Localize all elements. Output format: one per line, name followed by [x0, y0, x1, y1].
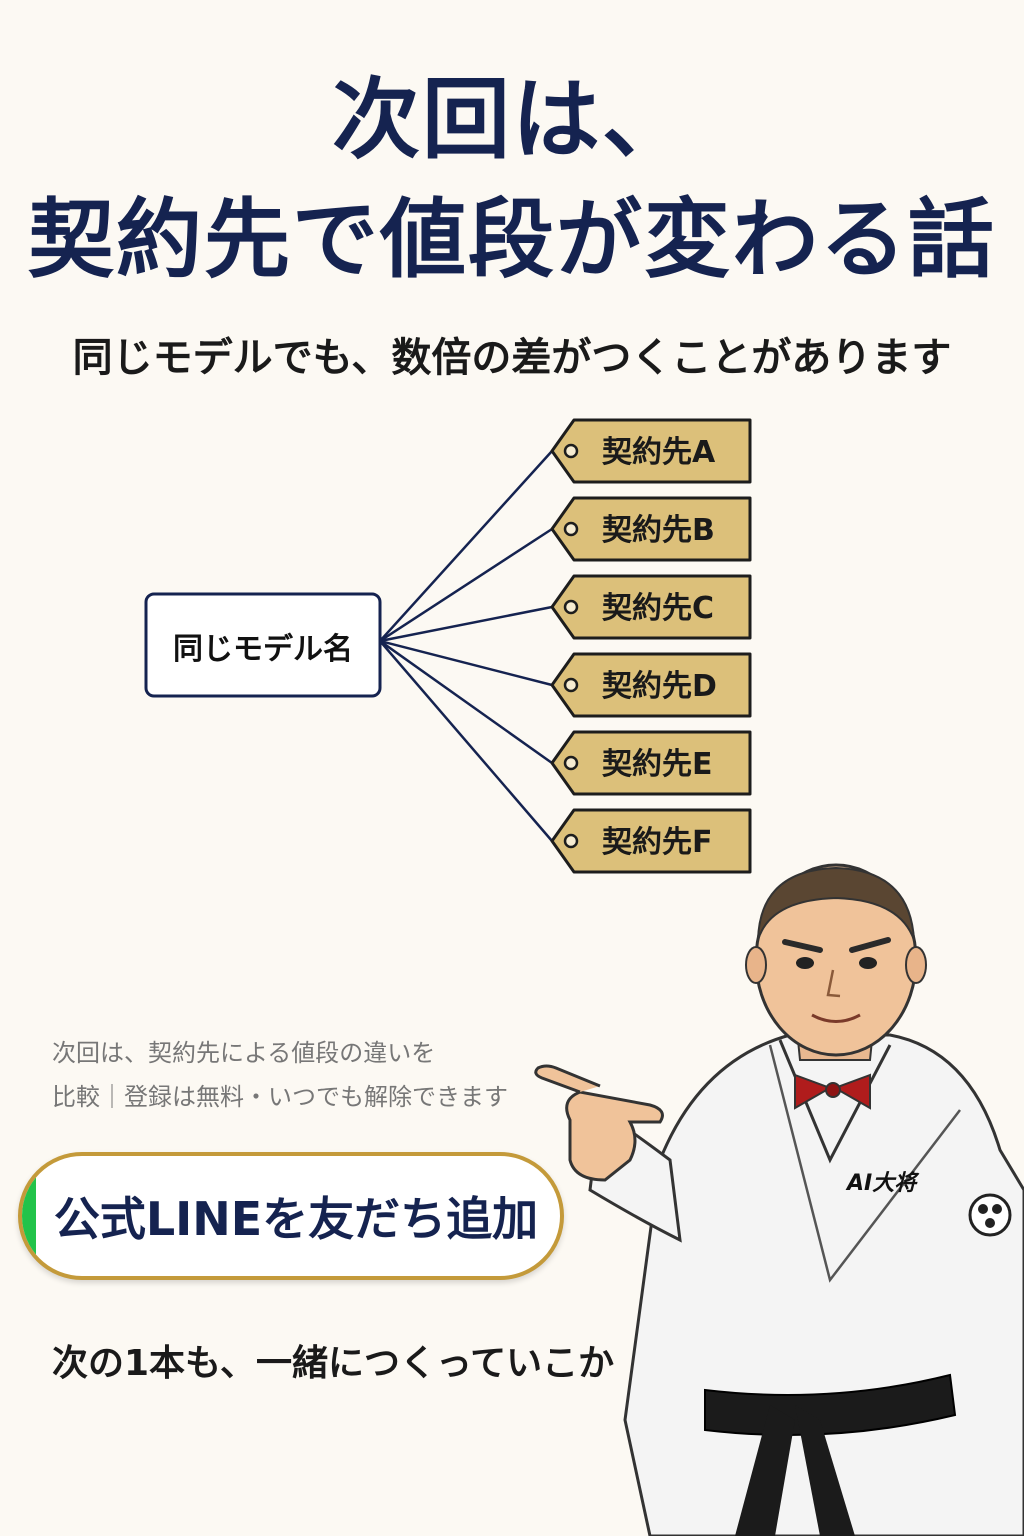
line-green-accent [22, 1156, 36, 1276]
model-contract-diagram: 同じモデル名 契約先A 契約先B 契約先C 契約先D 契約先E 契約先F [144, 418, 752, 874]
tag-hole-icon [563, 521, 579, 537]
tag-hole-icon [563, 833, 579, 849]
add-line-friend-button[interactable]: 公式LINEを友だち追加 [18, 1152, 564, 1280]
source-model-label: 同じモデル名 [173, 632, 353, 667]
contract-tag-label: 契約先C [602, 591, 714, 626]
contract-tag-label: 契約先B [602, 513, 715, 548]
contract-tag-label: 契約先A [602, 435, 716, 470]
contract-tag-label: 契約先F [602, 825, 713, 860]
connector-line [379, 605, 553, 643]
page-subtitle: 同じモデルでも、数倍の差がつくことがあります [72, 335, 952, 381]
connector-line [379, 450, 553, 642]
tag-hole-icon [563, 755, 579, 771]
mascot-chef-icon: AI大将 [534, 863, 1024, 1536]
connector-line [379, 639, 553, 687]
page-title-line-1: 次回は、 [331, 68, 692, 171]
contract-tag-a: 契約先A [550, 418, 752, 484]
notice-line-1: 次回は、契約先による値段の違いを [52, 1039, 436, 1067]
add-line-friend-label: 公式LINEを友だち追加 [53, 1192, 539, 1246]
source-model-box [144, 592, 382, 698]
page-title-line-2: 契約先で値段が変わる話 [28, 190, 996, 290]
closing-message: 次の1本も、一緒につくっていこか [52, 1343, 615, 1384]
crest-icon [968, 1193, 1012, 1237]
tag-hole-icon [563, 443, 579, 459]
notice-line-2: 比較｜登録は無料・いつでも解除できます [52, 1083, 508, 1111]
contract-tag-label: 契約先E [602, 747, 713, 782]
connector-lines [379, 450, 553, 842]
tag-hole-icon [563, 599, 579, 615]
connector-line [379, 640, 553, 842]
connector-line [379, 639, 553, 765]
contract-tag-e: 契約先E [550, 730, 752, 796]
contract-tag-b: 契約先B [550, 496, 752, 562]
contract-tag-label: 契約先D [602, 669, 717, 704]
tag-hole-icon [563, 677, 579, 693]
contract-tag-f: 契約先F [550, 808, 752, 874]
character-badge: AI大将 [845, 1171, 920, 1196]
contract-tag-c: 契約先C [550, 574, 752, 640]
connector-line [379, 527, 553, 643]
contract-tag-d: 契約先D [550, 652, 752, 718]
